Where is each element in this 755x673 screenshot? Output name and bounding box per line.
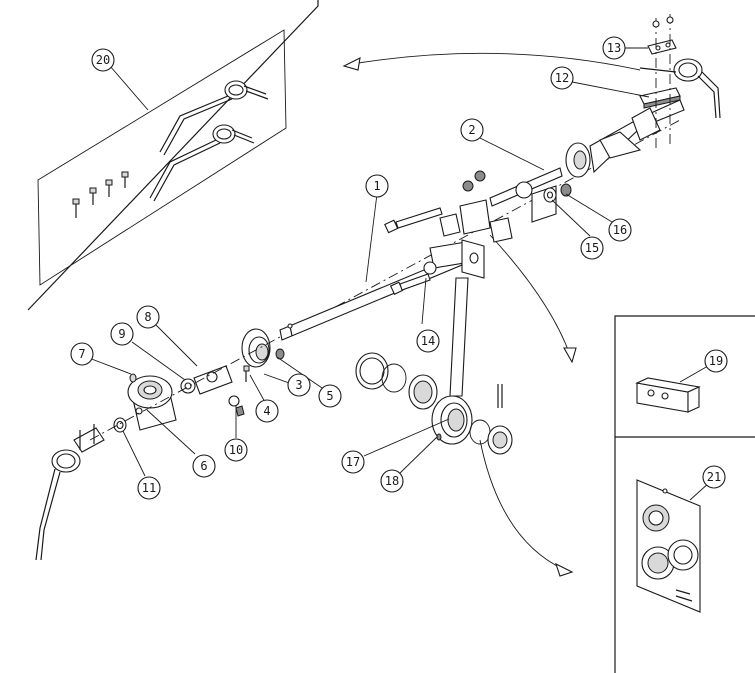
callout-5-label: 5 (326, 389, 333, 403)
callout-5: 5 (318, 384, 342, 408)
nut-pair (462, 170, 486, 192)
bolt-part-4 (243, 365, 250, 382)
flange-bearing-right (565, 99, 685, 178)
nut-part-16 (560, 183, 572, 197)
callout-8: 8 (136, 305, 160, 329)
callout-20: 20 (91, 48, 115, 72)
shaft-part-2 (489, 167, 563, 207)
seal-ring-parts (355, 352, 513, 455)
nut-part-10 (228, 395, 245, 417)
callout-20-label: 20 (96, 53, 110, 67)
inset-panel-right (614, 315, 755, 673)
bearing-kit-card-part (636, 479, 701, 613)
callout-13: 13 (602, 36, 626, 60)
arrows (342, 52, 641, 577)
callout-4-label: 4 (263, 404, 270, 418)
pin-part-18 (436, 433, 442, 441)
inset-panel-kit-20 (27, 0, 319, 311)
callout-15: 15 (580, 236, 604, 260)
callout-9: 9 (110, 322, 134, 346)
bearing-block-part (635, 377, 701, 413)
callout-19: 19 (704, 349, 728, 373)
bolt-part-14-lower (389, 273, 431, 295)
crank-arm-part-17 (431, 277, 473, 445)
callout-14: 14 (416, 329, 440, 353)
callout-12-label: 12 (555, 71, 569, 85)
assembly-axis (89, 119, 681, 441)
callout-18-label: 18 (385, 474, 399, 488)
callout-18: 18 (380, 469, 404, 493)
mount-plate-part-13 (647, 39, 677, 55)
washer-part-11 (113, 417, 127, 433)
callout-13-label: 13 (607, 41, 621, 55)
callout-7-label: 7 (78, 347, 85, 361)
bolt-part-14-upper (384, 207, 443, 234)
torsion-spring-part (159, 80, 269, 156)
callout-15-label: 15 (585, 241, 599, 255)
callout-3: 3 (287, 373, 311, 397)
callout-1-label: 1 (373, 179, 380, 193)
torsion-spring-part (149, 124, 255, 202)
callout-8-label: 8 (144, 310, 151, 324)
callout-16-label: 16 (613, 223, 627, 237)
main-shaft-part-1 (279, 239, 485, 341)
bolt-set-part (72, 171, 129, 218)
callout-21-label: 21 (707, 470, 721, 484)
washer-part-15 (543, 187, 557, 203)
callout-19-label: 19 (709, 354, 723, 368)
square-bushing-parts (439, 199, 513, 243)
mount-bolts (652, 14, 674, 150)
spring-right (639, 58, 721, 119)
spring-pin-parts (497, 384, 503, 408)
callout-3-label: 3 (295, 378, 302, 392)
leader-lines (88, 47, 650, 477)
link-plate-part-8 (193, 365, 233, 395)
callout-10-label: 10 (229, 443, 243, 457)
mount-plate-part-12 (639, 87, 681, 109)
callout-2: 2 (460, 118, 484, 142)
callout-4: 4 (255, 399, 279, 423)
callout-16: 16 (608, 218, 632, 242)
callout-9-label: 9 (118, 327, 125, 341)
pivot-hub-part-6 (127, 375, 177, 431)
pin-part-7 (129, 373, 137, 383)
spacer-part-9 (180, 378, 196, 394)
spring-assembly-left (35, 424, 105, 561)
callout-10: 10 (224, 438, 248, 462)
callout-11: 11 (137, 476, 161, 500)
callout-11-label: 11 (142, 481, 156, 495)
callout-17-label: 17 (346, 455, 360, 469)
callout-2-label: 2 (468, 123, 475, 137)
callout-21: 21 (702, 465, 726, 489)
callout-6-label: 6 (200, 459, 207, 473)
callout-1: 1 (365, 174, 389, 198)
callout-12: 12 (550, 66, 574, 90)
callout-14-label: 14 (421, 334, 435, 348)
flange-bearing-part-3 (241, 328, 271, 368)
callout-17: 17 (341, 450, 365, 474)
callout-7: 7 (70, 342, 94, 366)
callout-6: 6 (192, 454, 216, 478)
